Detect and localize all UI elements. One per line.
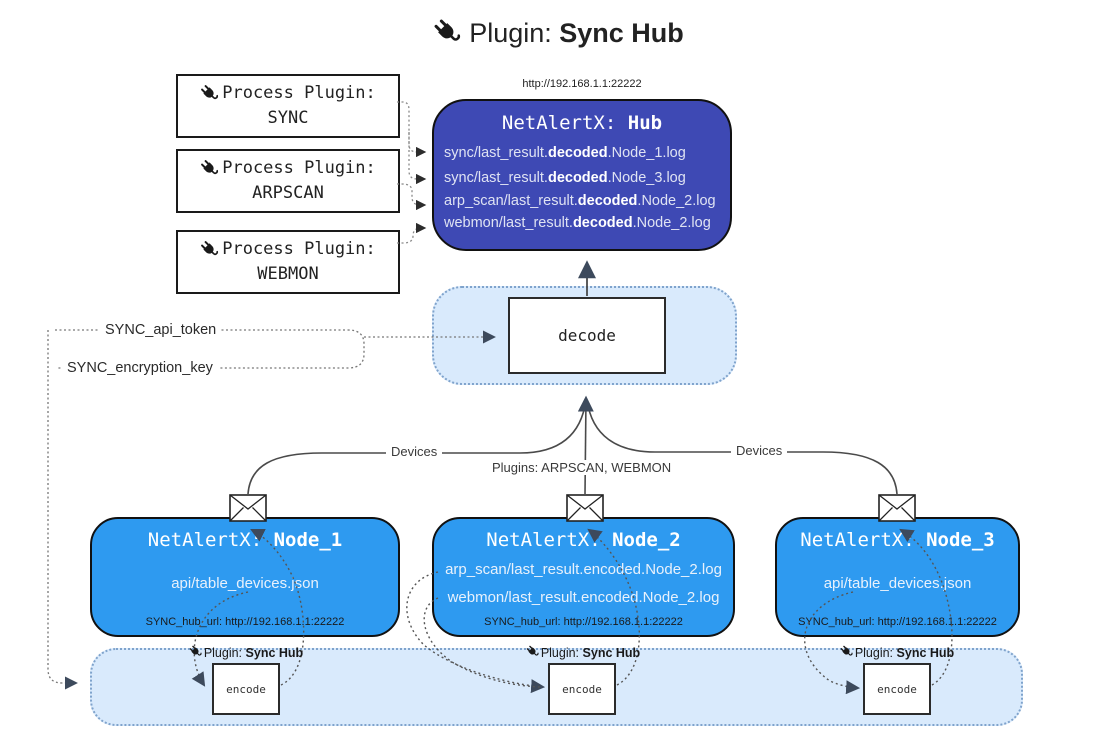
plug-icon: [200, 159, 220, 179]
hub-entry: arp_scan/last_result.decoded.Node_2.log: [444, 193, 716, 209]
node-title: NetAlertX: Node_1: [147, 529, 343, 551]
node-title: NetAlertX: Node_3: [800, 529, 995, 551]
encode-box: encode: [212, 663, 280, 715]
node-hub-url: SYNC_hub_url: http://192.168.1.1:22222: [484, 616, 683, 628]
node-file: api/table_devices.json: [823, 575, 972, 592]
label-sync-encryption-key: SYNC_encryption_key: [62, 360, 218, 376]
strip-plugin-label: Plugin: Sync Hub: [493, 645, 673, 660]
node-file: arp_scan/last_result.encoded.Node_2.log: [445, 561, 722, 578]
plug-icon: [189, 645, 203, 659]
label-sync-api-token: SYNC_api_token: [100, 322, 222, 338]
process-plugin-label: Process Plugin:: [222, 158, 376, 178]
encode-box: encode: [863, 663, 931, 715]
node-box-node-1: NetAlertX: Node_1 api/table_devices.json…: [90, 517, 400, 637]
encode-box: encode: [548, 663, 616, 715]
strip-plugin-label: Plugin: Sync Hub: [156, 645, 336, 660]
plug-icon: [200, 240, 220, 260]
plugin-to-hub-connectors: [397, 101, 427, 244]
edge-label-devices-left: Devices: [386, 444, 443, 459]
edge-label-devices-right: Devices: [731, 443, 788, 458]
plug-icon: [433, 18, 463, 48]
envelope-icon: [566, 494, 604, 522]
node-file: webmon/last_result.encoded.Node_2.log: [447, 589, 720, 606]
process-plugin-box-webmon: Process Plugin: WEBMON: [176, 230, 400, 294]
decode-box: decode: [508, 297, 666, 374]
hub-entry: sync/last_result.decoded.Node_1.log: [444, 145, 686, 161]
hub-entry: webmon/last_result.decoded.Node_2.log: [444, 215, 711, 231]
edge-label-plugins: Plugins: ARPSCAN, WEBMON: [487, 460, 677, 475]
node-box-node-2: NetAlertX: Node_2 arp_scan/last_result.e…: [432, 517, 735, 637]
process-plugin-name: SYNC: [267, 108, 309, 128]
plug-icon: [840, 645, 854, 659]
node-to-decode-curves: [247, 395, 898, 495]
title-name: Sync Hub: [559, 18, 684, 48]
process-plugin-name: WEBMON: [257, 264, 319, 284]
node-hub-url: SYNC_hub_url: http://192.168.1.1:22222: [798, 616, 997, 628]
page-title: Plugin: Sync Hub: [0, 18, 1117, 49]
envelope-icon: [878, 494, 916, 522]
process-plugin-name: ARPSCAN: [252, 183, 324, 203]
envelope-icon: [229, 494, 267, 522]
process-plugin-box-arpscan: Process Plugin: ARPSCAN: [176, 149, 400, 213]
plug-icon: [200, 84, 220, 104]
hub-url: http://192.168.1.1:22222: [522, 78, 642, 90]
node-box-node-3: NetAlertX: Node_3 api/table_devices.json…: [775, 517, 1020, 637]
hub-entry: sync/last_result.decoded.Node_3.log: [444, 169, 686, 186]
hub-title: NetAlertX: Hub: [501, 112, 663, 134]
strip-plugin-label: Plugin: Sync Hub: [807, 645, 987, 660]
plug-icon: [526, 645, 540, 659]
node-title: NetAlertX: Node_2: [486, 529, 681, 551]
hub-box: NetAlertX: Hub sync/last_result.decoded.…: [432, 99, 732, 251]
title-prefix: Plugin:: [469, 18, 552, 48]
process-plugin-box-sync: Process Plugin: SYNC: [176, 74, 400, 138]
node-file: api/table_devices.json: [171, 575, 319, 592]
process-plugin-label: Process Plugin:: [222, 83, 376, 103]
node-hub-url: SYNC_hub_url: http://192.168.1.1:22222: [145, 616, 345, 628]
process-plugin-label: Process Plugin:: [222, 239, 376, 259]
